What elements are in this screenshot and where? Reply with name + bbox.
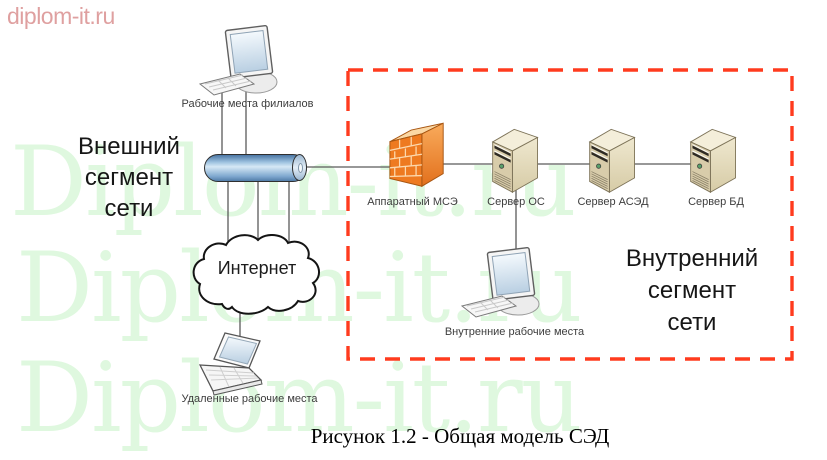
- monitor-icon: [224, 25, 274, 79]
- branch-workstation-icon: [198, 25, 278, 96]
- server-db-icon: [689, 128, 737, 193]
- cylinder-end-cap: [292, 153, 307, 181]
- laptop-screen: [218, 336, 258, 365]
- monitor-icon: [486, 247, 536, 301]
- keyboard-icon: [198, 73, 256, 96]
- external-segment-heading: Внешний сегмент сети: [50, 131, 208, 224]
- external-segment-line: Внешний: [78, 133, 180, 160]
- firewall-bricks: [389, 133, 423, 187]
- server-os-label: Сервер ОС: [487, 196, 545, 208]
- server-ased-icon: [588, 128, 636, 193]
- server-ased-label: Сервер АСЭД: [577, 196, 649, 208]
- internal-segment-line: сегмент: [647, 277, 737, 304]
- remote-workstations-label: Удаленные рабочие места: [181, 393, 318, 405]
- watermark-text: Diplom-it.ru: [16, 342, 583, 454]
- internal-segment-heading: Внутренний сегмент сети: [612, 243, 772, 339]
- branch-workstations-label: Рабочие места филиалов: [181, 98, 314, 110]
- internal-segment-line: Внутренний: [625, 245, 759, 272]
- network-bus-cylinder: [204, 153, 307, 182]
- external-segment-line: сегмент: [84, 164, 174, 191]
- remote-laptop-icon: [198, 332, 263, 396]
- firewall-icon: [389, 122, 444, 188]
- firewall-label: Аппаратный МСЭ: [367, 196, 458, 208]
- site-logo: diplom-it.ru: [7, 3, 115, 29]
- server-db-label: Сервер БД: [688, 196, 744, 208]
- external-segment-line: сети: [104, 195, 154, 222]
- internal-segment-line: сети: [667, 309, 717, 336]
- figure-caption: Рисунок 1.2 - Общая модель СЭД: [310, 424, 610, 448]
- server-os-icon: [491, 128, 539, 193]
- internal-workstations-label: Внутренние рабочие места: [444, 326, 585, 338]
- internal-workstation-icon: [460, 247, 540, 318]
- internet-cloud: [192, 234, 320, 315]
- firewall-side: [421, 122, 444, 188]
- watermark-text: Diplom-it.ru: [10, 126, 577, 238]
- cylinder-hole: [297, 162, 303, 173]
- keyboard-icon: [460, 295, 518, 318]
- internet-label: Интернет: [217, 258, 297, 278]
